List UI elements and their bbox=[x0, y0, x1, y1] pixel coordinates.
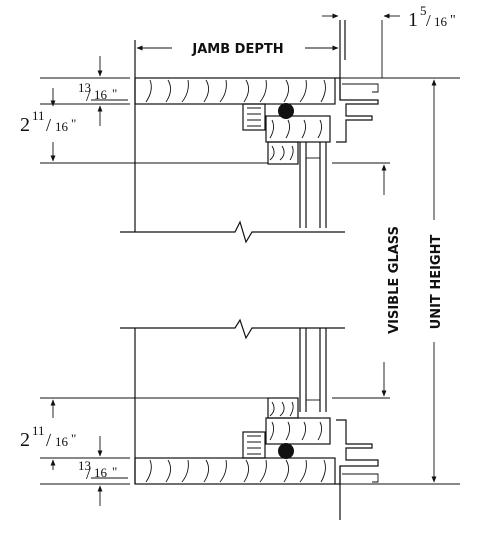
frac-slash: / bbox=[46, 430, 51, 450]
frac-slash: / bbox=[86, 86, 91, 105]
bottom-thick-unit: " bbox=[112, 464, 117, 479]
sill-wood-grain bbox=[145, 459, 326, 483]
unit-height-label: UNIT HEIGHT bbox=[429, 235, 444, 330]
head-weatherstrip bbox=[278, 103, 294, 119]
unit-height-dimension: UNIT HEIGHT bbox=[429, 79, 444, 483]
top-offset-den: 16 bbox=[55, 119, 69, 134]
top-right-dim-unit: " bbox=[450, 13, 456, 28]
head-break-line bbox=[120, 220, 345, 244]
top-right-dimension: 1 5 / 16 " bbox=[322, 3, 456, 31]
bottom-thick-num: 13 bbox=[78, 458, 91, 473]
head-exterior-frame bbox=[335, 77, 379, 143]
bottom-offset-whole: 2 bbox=[20, 429, 30, 451]
head-wood-grain bbox=[145, 79, 326, 103]
top-thick-den: 16 bbox=[94, 87, 108, 102]
bottom-offset-dimension: 2 11 / 16 " bbox=[20, 399, 76, 470]
top-right-dim-num: 5 bbox=[420, 3, 427, 18]
top-thick-unit: " bbox=[112, 86, 117, 101]
top-offset-whole: 2 bbox=[20, 114, 30, 136]
jamb-depth-label: JAMB DEPTH bbox=[191, 42, 283, 57]
top-offset-num: 11 bbox=[32, 108, 45, 123]
frac-slash: / bbox=[426, 11, 431, 30]
frac-slash: / bbox=[46, 115, 51, 135]
bottom-offset-num: 11 bbox=[32, 423, 45, 438]
visible-glass-dimension: VISIBLE GLASS bbox=[381, 164, 402, 397]
top-thick-num: 13 bbox=[78, 80, 91, 95]
frac-slash: / bbox=[86, 464, 91, 483]
head-glass-stop bbox=[267, 141, 299, 165]
top-offset-dimension: 2 11 / 16 " bbox=[20, 88, 76, 162]
sill-break-line bbox=[120, 318, 345, 340]
sill-section bbox=[40, 318, 460, 520]
jamb-depth-dimension: JAMB DEPTH bbox=[136, 42, 339, 57]
head-jamb-board bbox=[134, 77, 336, 105]
top-offset-unit: " bbox=[71, 116, 76, 131]
top-right-dim-den: 16 bbox=[434, 14, 448, 29]
bottom-thickness-dimension: 13 / 16 " bbox=[78, 436, 128, 506]
sill-weatherstrip bbox=[278, 443, 294, 459]
bottom-offset-unit: " bbox=[71, 431, 76, 446]
visible-glass-label: VISIBLE GLASS bbox=[387, 226, 402, 334]
top-right-dim-whole: 1 bbox=[408, 9, 418, 31]
sill-jamb-board bbox=[134, 457, 336, 485]
sill-sash-rail bbox=[265, 417, 331, 445]
top-thickness-dimension: 13 / 16 " bbox=[78, 56, 128, 126]
bottom-offset-den: 16 bbox=[55, 434, 69, 449]
head-stop bbox=[242, 103, 266, 131]
bottom-thick-den: 16 bbox=[94, 465, 108, 480]
